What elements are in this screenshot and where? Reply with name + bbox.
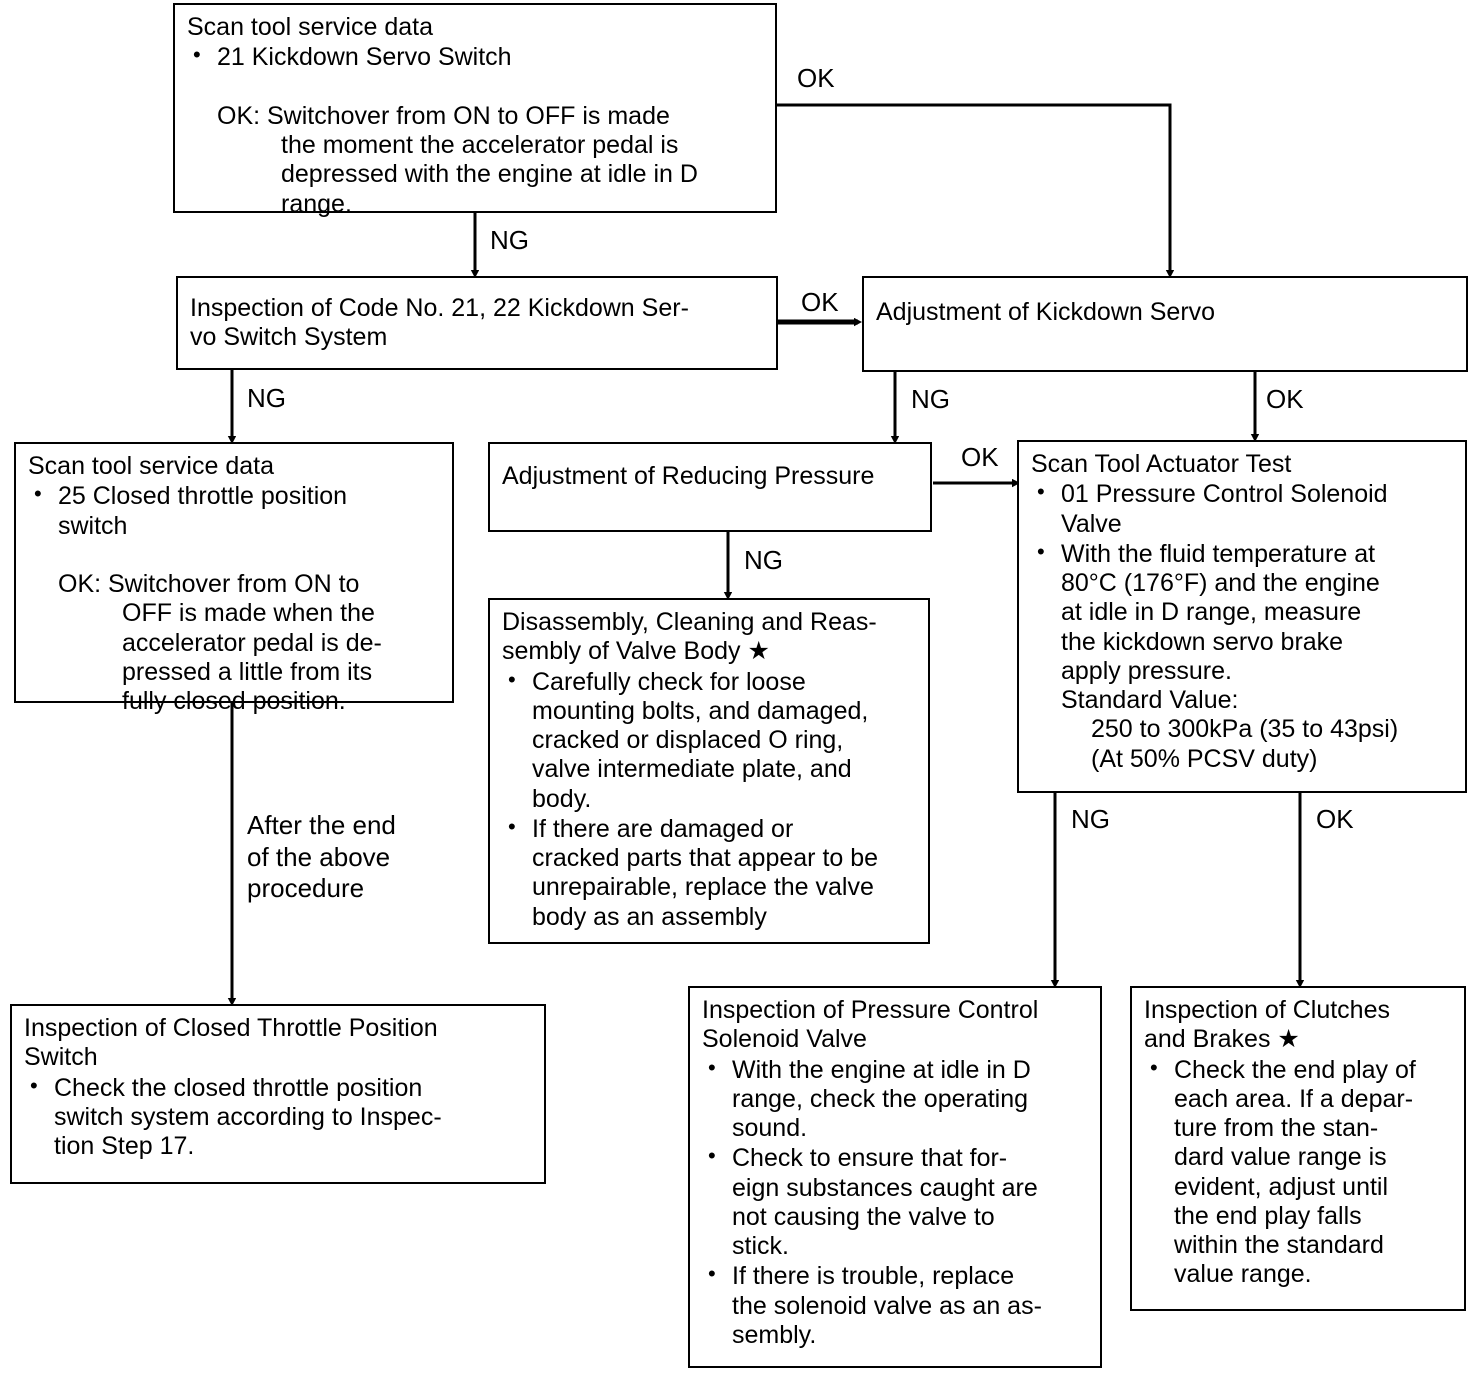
connector-label-ng-actuator-down: NG <box>1071 804 1110 834</box>
connector-label-ok-adjustment-down: OK <box>1266 384 1304 414</box>
node-bullet-list: 21 Kickdown Servo Switch <box>187 42 765 72</box>
node-inspection-pressure-control-solenoid[interactable]: Inspection of Pressure Control Solenoid … <box>688 986 1102 1368</box>
node-title: Disassembly, Cleaning and Reas- sembly o… <box>502 608 877 666</box>
list-item: Check the end play of each area. If a de… <box>1144 1055 1454 1290</box>
node-bullet-list: 01 Pressure Control Solenoid Valve With … <box>1031 479 1455 686</box>
node-title: Adjustment of Kickdown Servo <box>876 298 1216 326</box>
connector-label-after-the-end: After the end of the above procedure <box>247 810 396 904</box>
list-item: If there is trouble, replace the solenoi… <box>702 1261 1090 1350</box>
ok-condition-text: OK: Switchover from ON to OFF is made th… <box>217 101 698 218</box>
node-title: Inspection of Code No. 21, 22 Kickdown S… <box>190 293 689 351</box>
node-adjustment-kickdown-servo[interactable]: Adjustment of Kickdown Servo <box>862 276 1468 372</box>
node-ok-condition: OK: Switchover from ON to OFF is made wh… <box>28 541 442 746</box>
list-item: With the engine at idle in D range, chec… <box>702 1055 1090 1144</box>
node-title: Scan tool service data <box>28 452 274 480</box>
node-bullet-list: With the engine at idle in D range, chec… <box>702 1055 1090 1351</box>
node-adjustment-reducing-pressure[interactable]: Adjustment of Reducing Pressure <box>488 442 932 532</box>
list-item: Carefully check for loose mounting bolts… <box>502 666 918 814</box>
node-scan-tool-actuator-test[interactable]: Scan Tool Actuator Test 01 Pressure Cont… <box>1017 440 1467 793</box>
node-ok-condition: OK: Switchover from ON to OFF is made th… <box>187 73 765 249</box>
connector-label-ng-code-down: NG <box>247 383 286 413</box>
standard-value-line-2: (At 50% PCSV duty) <box>1091 744 1318 773</box>
node-bullet-list: 25 Closed throttle position switch <box>28 481 442 541</box>
node-bullet-list: Check the closed throttle position switc… <box>24 1073 534 1162</box>
node-inspection-code-21-22[interactable]: Inspection of Code No. 21, 22 Kickdown S… <box>176 276 778 370</box>
connector-label-ng-reducing-down: NG <box>744 545 783 575</box>
list-item: With the fluid temperature at 80°C (176°… <box>1031 539 1455 686</box>
list-item: Check the closed throttle position switc… <box>24 1073 534 1162</box>
node-title: Inspection of Closed Throttle Position S… <box>24 1014 438 1072</box>
node-scan-tool-service-data-25[interactable]: Scan tool service data 25 Closed throttl… <box>14 442 454 715</box>
node-scan-tool-service-data-21[interactable]: Scan tool service data 21 Kickdown Servo… <box>173 3 777 218</box>
connector-label-ok-actuator-down: OK <box>1316 804 1354 834</box>
node-inspection-closed-throttle-switch[interactable]: Inspection of Closed Throttle Position S… <box>10 1004 546 1184</box>
node-title: Adjustment of Reducing Pressure <box>502 462 875 490</box>
connector-label-ok-reducing-to-actuator: OK <box>961 442 999 472</box>
node-title: Inspection of Pressure Control Solenoid … <box>702 996 1039 1054</box>
node-title: Scan tool service data <box>187 13 433 41</box>
list-item: Check to ensure that for- eign substance… <box>702 1143 1090 1261</box>
node-title: Scan Tool Actuator Test <box>1031 450 1292 478</box>
list-item: If there are damaged or cracked parts th… <box>502 814 918 932</box>
node-inspection-clutches-brakes[interactable]: Inspection of Clutches and Brakes ★ Chec… <box>1130 986 1466 1311</box>
ok-condition-text: OK: Switchover from ON to OFF is made wh… <box>58 570 382 715</box>
node-disassembly-valve-body[interactable]: Disassembly, Cleaning and Reas- sembly o… <box>488 598 930 944</box>
list-item: 25 Closed throttle position switch <box>28 481 442 541</box>
list-item: 01 Pressure Control Solenoid Valve <box>1031 479 1455 539</box>
standard-value-line-1: 250 to 300kPa (35 to 43psi) <box>1091 715 1399 744</box>
connector-label-ng-top-down: NG <box>490 225 529 255</box>
standard-value-label: Standard Value: <box>1061 686 1239 714</box>
connector-label-ok-code-to-adjustment: OK <box>801 287 839 317</box>
node-bullet-list: Check the end play of each area. If a de… <box>1144 1055 1454 1290</box>
connector-label-ng-adjustment-down: NG <box>911 384 950 414</box>
node-bullet-list: Carefully check for loose mounting bolts… <box>502 666 918 932</box>
list-item: 21 Kickdown Servo Switch <box>187 42 765 72</box>
connector-label-ok-top-right: OK <box>797 63 835 93</box>
node-title: Inspection of Clutches and Brakes ★ <box>1144 996 1390 1054</box>
